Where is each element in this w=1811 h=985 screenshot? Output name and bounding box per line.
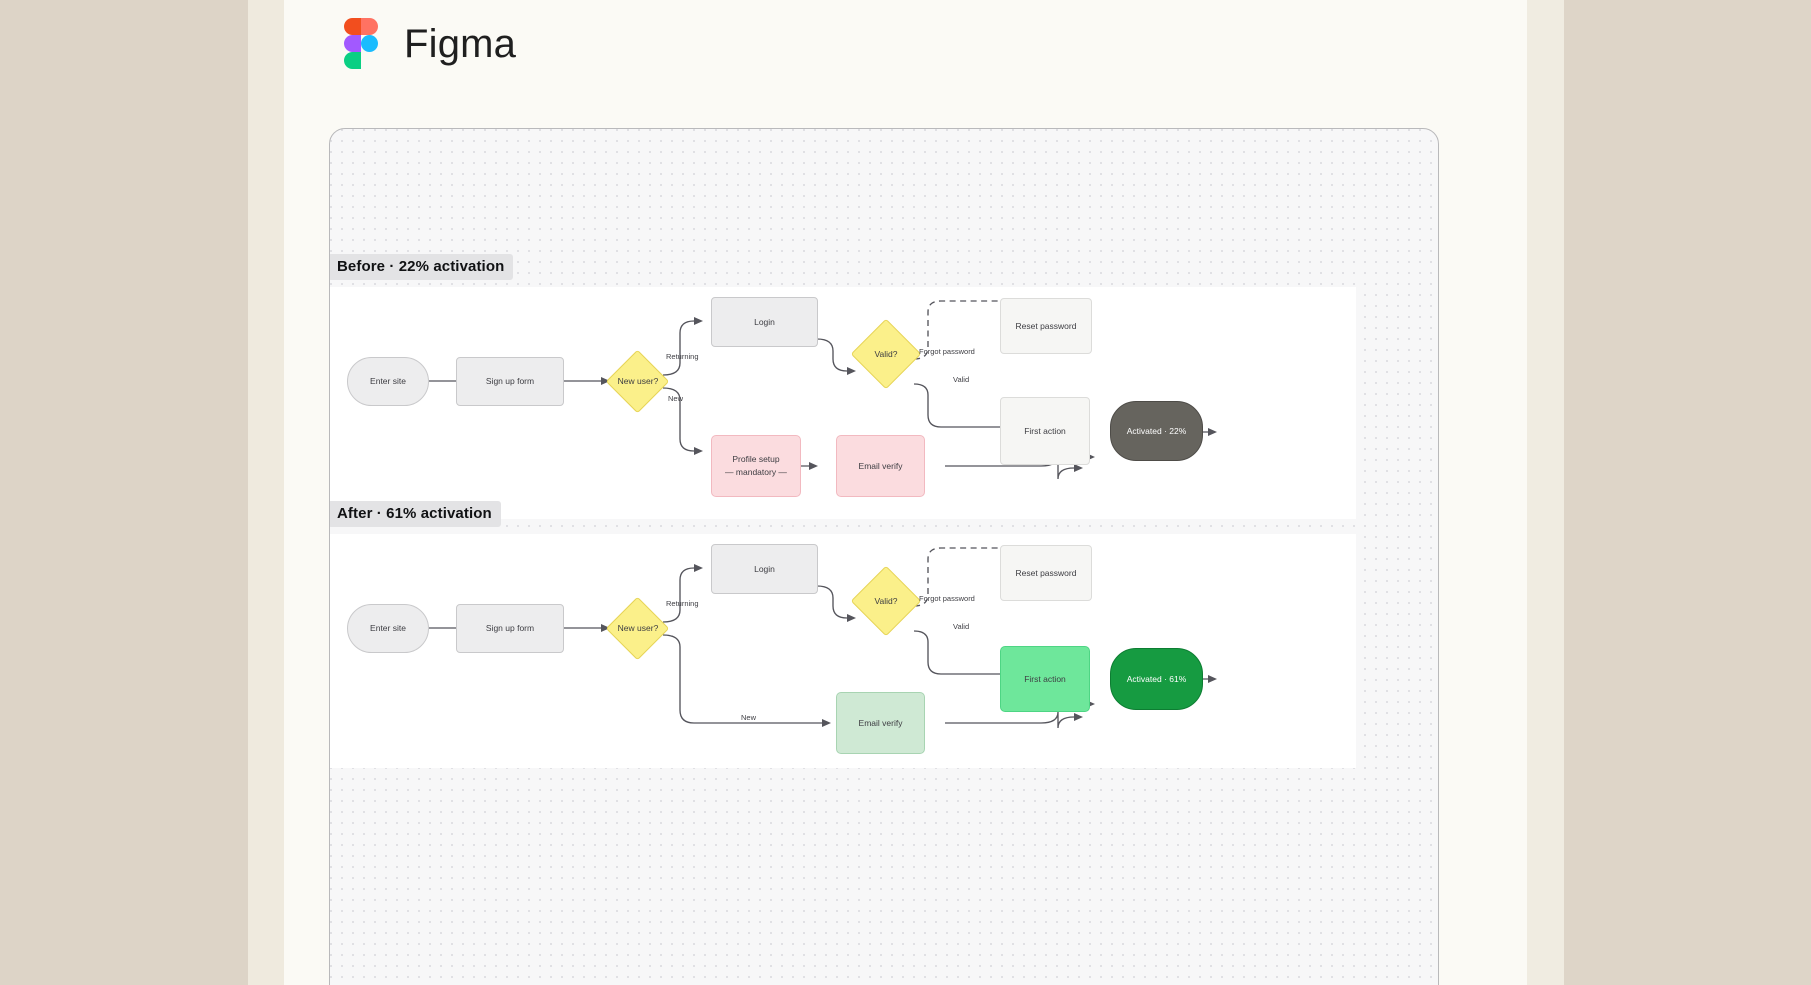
- edge-label-forgot-after: Forgot password: [919, 594, 975, 603]
- node-reset-password-after[interactable]: Reset password: [1000, 545, 1092, 601]
- node-email-verify-before[interactable]: Email verify: [836, 435, 925, 497]
- page-title: Figma: [404, 21, 517, 66]
- node-reset-password-before[interactable]: Reset password: [1000, 298, 1092, 354]
- section-label-before: Before · 22% activation: [330, 254, 514, 280]
- flow-connectors-before: [429, 300, 1217, 480]
- figma-canvas[interactable]: Before · 22% activation: [329, 128, 1439, 985]
- figma-logo: [344, 18, 378, 70]
- node-first-action-before[interactable]: First action: [1000, 397, 1090, 465]
- backdrop-stripe-right: [1564, 0, 1811, 985]
- figma-logo-mid-left-icon: [344, 35, 361, 52]
- node-profile-setup-sub-before: — mandatory —: [725, 467, 787, 477]
- node-profile-setup-title-before: Profile setup: [732, 454, 780, 465]
- flow-section-before: Before · 22% activation: [330, 254, 1356, 519]
- edge-label-returning-before: Returning: [666, 352, 699, 361]
- node-enter-site-after[interactable]: Enter site: [347, 604, 429, 653]
- figma-logo-bottom-left-icon: [344, 52, 361, 69]
- node-sign-up-form-after[interactable]: Sign up form: [456, 604, 564, 653]
- node-profile-setup-before[interactable]: Profile setup — mandatory —: [711, 435, 801, 497]
- node-first-action-after[interactable]: First action: [1000, 646, 1090, 712]
- edge-label-returning-after: Returning: [666, 599, 699, 608]
- edge-label-forgot-before: Forgot password: [919, 347, 975, 356]
- node-sign-up-form-before[interactable]: Sign up form: [456, 357, 564, 406]
- edge-label-valid-after: Valid: [953, 622, 970, 631]
- figma-logo-mid-right-icon: [361, 35, 378, 52]
- node-login-before[interactable]: Login: [711, 297, 818, 347]
- flow-panel-before: Enter site Sign up form New user? Login …: [330, 287, 1356, 519]
- node-activated-before[interactable]: Activated · 22%: [1110, 401, 1203, 461]
- edge-label-new-after: New: [741, 713, 757, 722]
- node-enter-site-before[interactable]: Enter site: [347, 357, 429, 406]
- flow-panel-after: Enter site Sign up form New user? Login …: [330, 534, 1356, 768]
- figma-logo-top-left-icon: [344, 18, 361, 35]
- section-label-after: After · 61% activation: [330, 501, 501, 527]
- backdrop-stripe-left: [0, 0, 248, 985]
- edge-label-new-before: New: [668, 394, 684, 403]
- node-activated-after[interactable]: Activated · 61%: [1110, 648, 1203, 710]
- figma-logo-top-right-icon: [361, 18, 378, 35]
- edge-label-valid-before: Valid: [953, 375, 970, 384]
- backdrop-stripe-right-inner: [1527, 0, 1564, 985]
- backdrop-stripe-mid: [248, 0, 284, 985]
- node-login-after[interactable]: Login: [711, 544, 818, 594]
- flow-section-after: After · 61% activation: [330, 501, 1356, 768]
- node-email-verify-after[interactable]: Email verify: [836, 692, 925, 754]
- app-header: Figma: [344, 18, 516, 70]
